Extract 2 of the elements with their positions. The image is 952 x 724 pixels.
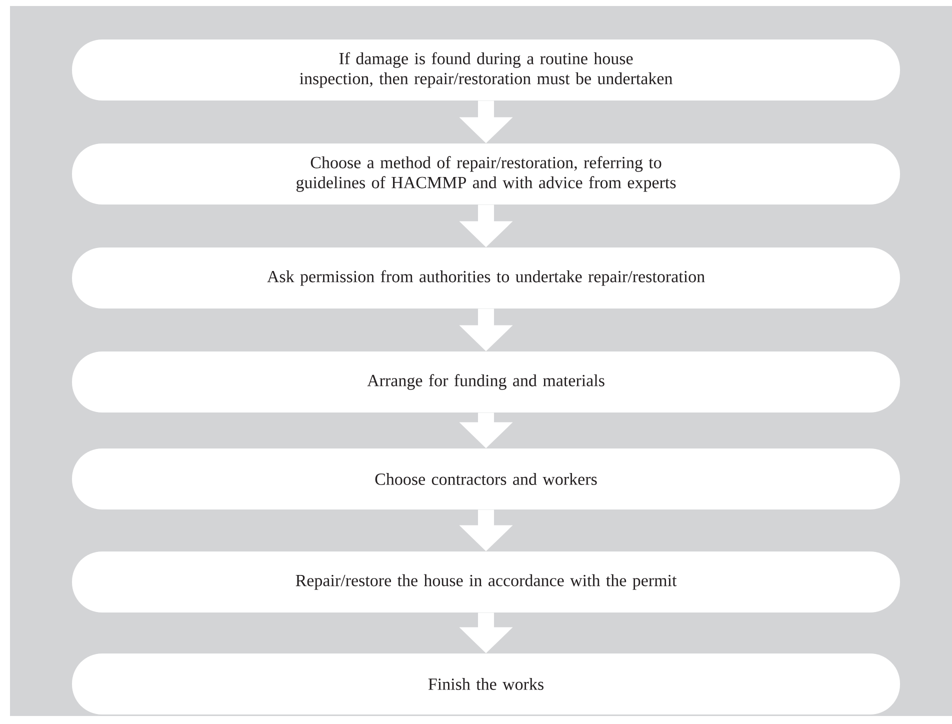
process-box: If damage is found during a routine house inspection, then repair/restoration must be undertaken — [72, 40, 900, 100]
process-box: Finish the works — [72, 654, 900, 714]
